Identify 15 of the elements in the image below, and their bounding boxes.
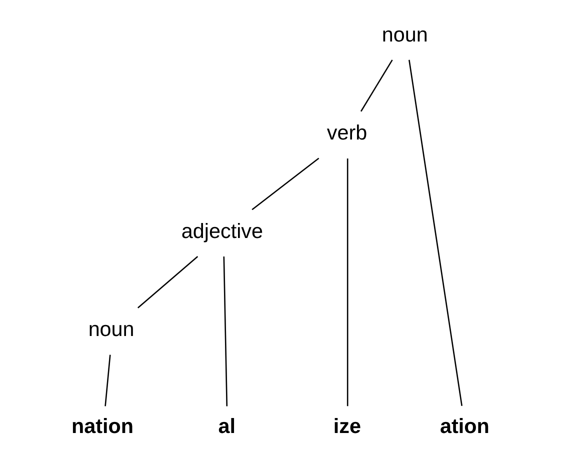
node-text: noun	[88, 318, 134, 342]
node-text: nation	[72, 415, 134, 438]
node-text: adjective	[181, 220, 264, 243]
connector	[223, 256, 228, 406]
node-text: verb	[326, 122, 368, 145]
connector	[346, 158, 348, 406]
node-text: al	[218, 415, 236, 438]
connector	[360, 60, 393, 112]
connector	[408, 60, 462, 406]
connector	[104, 354, 111, 406]
node-text: ation	[440, 415, 490, 438]
node-text: noun	[382, 23, 428, 46]
node-text: ize	[333, 415, 361, 438]
connector	[252, 158, 320, 210]
connector	[137, 256, 198, 308]
